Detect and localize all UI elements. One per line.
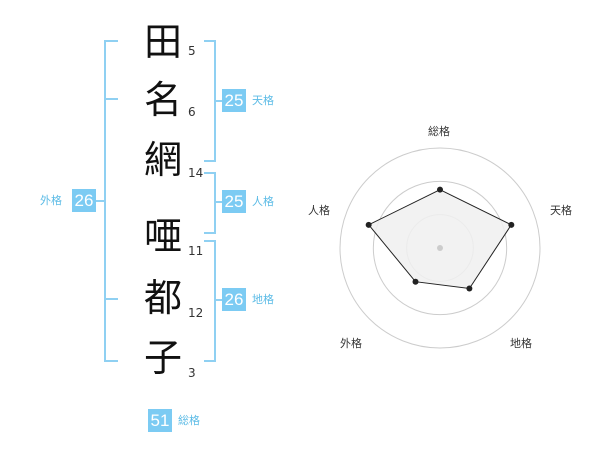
gaikaku-connector	[92, 200, 104, 202]
chikaku-bracket	[204, 240, 216, 362]
radar-point-5	[365, 221, 372, 228]
gaikaku-bracket-tick	[104, 98, 118, 100]
soukaku-label: 総格	[178, 414, 200, 427]
gaikaku-label: 外格	[40, 194, 62, 207]
radar-label-jinkaku: 人格	[308, 204, 330, 217]
name-char-5: 都	[143, 276, 182, 320]
radar-point-3	[466, 285, 473, 292]
radar-point-1	[437, 186, 443, 193]
chikaku-label: 地格	[252, 293, 274, 306]
tenkaku-label: 天格	[252, 94, 274, 107]
soukaku-value: 51	[148, 409, 172, 432]
radar-label-chikaku: 地格	[510, 337, 532, 350]
radar-point-4	[412, 278, 419, 285]
jinkaku-label: 人格	[252, 195, 274, 208]
stroke-count-3: 14	[188, 166, 204, 180]
radar-point-2	[508, 221, 515, 228]
radar-polygon	[367, 189, 513, 290]
stroke-count-2: 6	[188, 105, 196, 119]
gaikaku-bracket	[104, 40, 118, 362]
stroke-count-4: 11	[188, 244, 204, 258]
name-char-4: 唖	[143, 214, 182, 258]
stroke-count-6: 3	[188, 366, 196, 380]
gaikaku-value: 26	[72, 189, 96, 212]
radar-label-soukaku: 総格	[428, 125, 450, 138]
radar-center-dot	[437, 245, 443, 251]
radar-label-tenkaku: 天格	[550, 204, 572, 217]
chikaku-connector	[214, 299, 222, 301]
name-char-2: 名	[143, 78, 182, 122]
stroke-count-5: 12	[188, 306, 204, 320]
radar-label-gaikaku: 外格	[340, 337, 362, 350]
name-char-1: 田	[143, 20, 182, 64]
chikaku-value: 26	[222, 288, 246, 311]
name-char-6: 子	[143, 336, 182, 380]
tenkaku-connector	[214, 100, 222, 102]
gaikaku-bracket-tick	[104, 298, 118, 300]
stroke-count-1: 5	[188, 44, 196, 58]
jinkaku-bracket	[204, 172, 216, 234]
jinkaku-connector	[214, 201, 222, 203]
name-char-3: 網	[143, 138, 182, 182]
tenkaku-value: 25	[222, 89, 246, 112]
jinkaku-value: 25	[222, 190, 246, 213]
radar-ring	[372, 180, 508, 316]
radar-ring	[339, 147, 541, 349]
